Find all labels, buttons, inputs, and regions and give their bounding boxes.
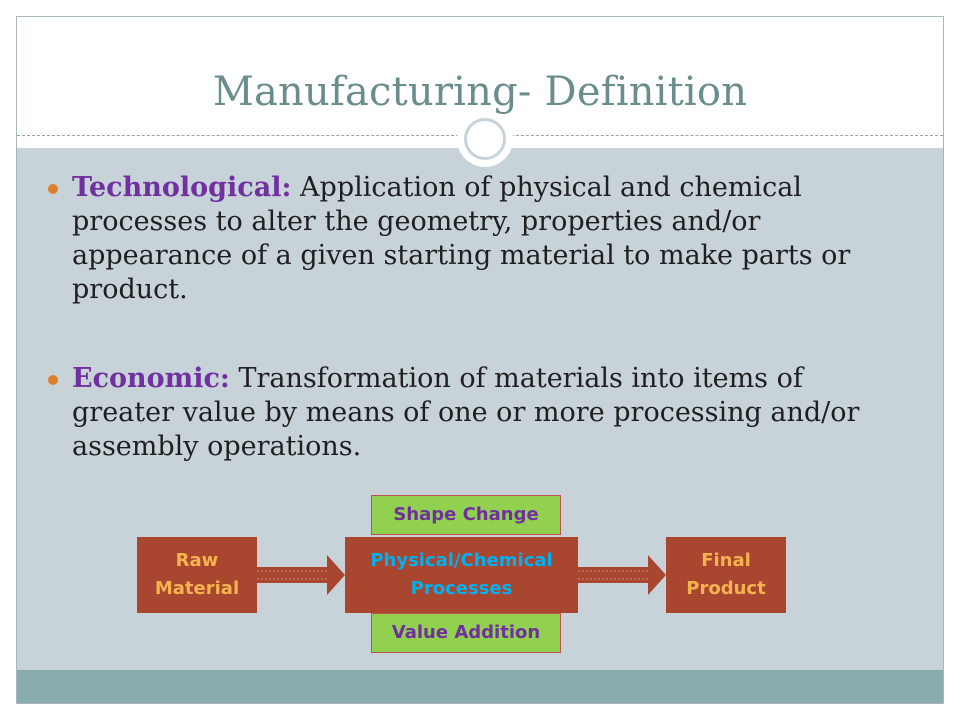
- process-label-line1: Physical/Chemical: [370, 550, 553, 571]
- final-product-box: Final Product: [666, 537, 786, 613]
- divider-ring-icon: [464, 118, 506, 160]
- final-product-label-line2: Product: [686, 578, 766, 599]
- bullet-dot-icon: [48, 184, 58, 194]
- footer-bar: [17, 670, 943, 703]
- bullet-technological: Technological: Application of physical a…: [48, 171, 902, 307]
- process-box: Physical/Chemical Processes: [345, 537, 578, 613]
- slide: Manufacturing- Definition Technological:…: [16, 16, 944, 704]
- value-addition-box: Value Addition: [371, 613, 561, 653]
- raw-material-label-line2: Material: [154, 578, 240, 599]
- raw-material-label-line1: Raw: [175, 550, 219, 571]
- shape-change-box: Shape Change: [371, 495, 561, 535]
- value-addition-label: Value Addition: [391, 622, 541, 643]
- bullet-text: Application of physical and chemical pro…: [72, 172, 851, 305]
- final-product-label-line1: Final: [701, 550, 751, 571]
- slide-title: Manufacturing- Definition: [212, 69, 748, 115]
- shape-change-label: Shape Change: [393, 504, 539, 525]
- bullet-term: Economic:: [72, 363, 230, 394]
- arrow-right-icon: [257, 555, 345, 595]
- process-label-line2: Processes: [410, 578, 513, 599]
- arrow-right-icon: [578, 555, 666, 595]
- bullet-dot-icon: [48, 375, 58, 385]
- raw-material-box: Raw Material: [137, 537, 257, 613]
- bullet-term: Technological:: [72, 172, 292, 203]
- bullet-text: Transformation of materials into items o…: [72, 363, 860, 462]
- bullet-economic: Economic: Transformation of materials in…: [48, 362, 902, 464]
